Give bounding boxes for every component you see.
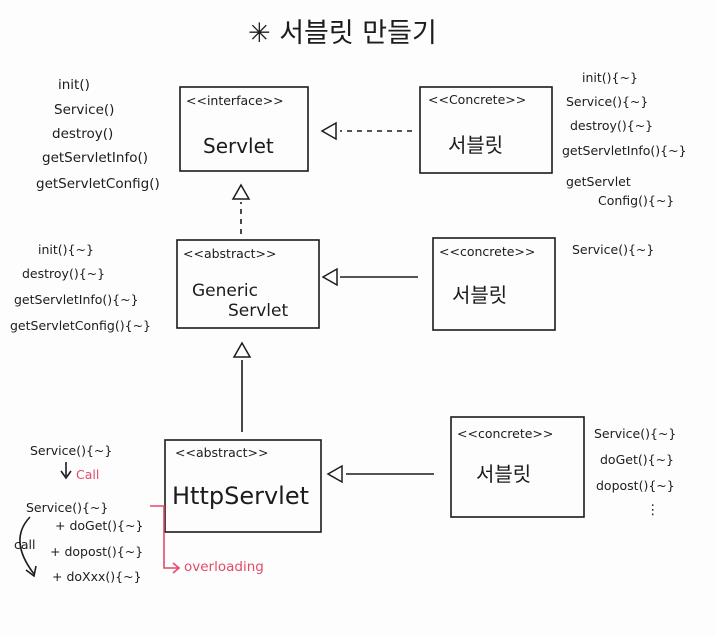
realization-arrowhead-top xyxy=(320,121,337,141)
servlet-name: Servlet xyxy=(203,134,274,158)
call-curve-arrow xyxy=(19,516,35,575)
diagram-title: ✳ 서블릿 만들기 xyxy=(248,18,437,49)
inheritance-arrowhead-vertical xyxy=(232,341,252,358)
realization-arrow-top xyxy=(320,121,412,141)
http-impl-stereotype: <<concrete>> xyxy=(457,426,553,441)
servlet-interface-box: <<interface>> Servlet xyxy=(179,86,309,172)
servlet-methods-note: init() Service() destroy() getServletInf… xyxy=(36,77,160,192)
generic-impl-method: Service(){~} xyxy=(572,242,654,257)
generic-impl-box: <<concrete>> 서블릿 xyxy=(432,237,556,331)
call-down-arrowhead xyxy=(60,470,72,480)
http-impl-box: <<concrete>> 서블릿 xyxy=(450,416,585,518)
inheritance-arrowhead-bottom xyxy=(326,464,343,484)
http-servlet-name: HttpServlet xyxy=(172,482,309,510)
overloading-label: overloading xyxy=(184,559,264,575)
http-impl-method: doGet(){~} xyxy=(600,452,674,467)
servlet-box-frame xyxy=(179,86,309,172)
servlet-method: getServletConfig() xyxy=(36,176,160,192)
http-servlet-stereotype: <<abstract>> xyxy=(175,445,268,460)
call-label-left: call xyxy=(14,537,35,552)
http-servlet-left-note: Service(){~} Call Service(){~} + doGet()… xyxy=(14,443,264,584)
servlet-impl-name: 서블릿 xyxy=(448,133,503,157)
call-curve-arrowhead xyxy=(25,565,37,578)
servlet-method: destroy() xyxy=(52,126,113,142)
generic-servlet-stereotype: <<abstract>> xyxy=(183,246,276,261)
http-impl-frame xyxy=(450,416,585,518)
servlet-method: getServletInfo() xyxy=(42,150,148,166)
servlet-method: init() xyxy=(58,77,90,93)
generic-impl-methods-note: Service(){~} xyxy=(572,242,654,257)
http-sub-method: + doGet(){~} xyxy=(55,518,143,533)
servlet-impl-stereotype: <<Concrete>> xyxy=(428,92,526,107)
realization-arrowhead-vertical xyxy=(231,183,251,200)
http-sub-method: + doXxx(){~} xyxy=(52,569,142,584)
inheritance-arrow-bottom xyxy=(326,464,434,484)
inheritance-arrow-middle xyxy=(321,267,418,287)
generic-impl-frame xyxy=(432,237,556,331)
http-sub-method: + dopost(){~} xyxy=(50,544,143,559)
http-impl-method: dopost(){~} xyxy=(596,478,675,493)
generic-servlet-box: <<abstract>> Generic Servlet xyxy=(176,239,320,329)
servlet-impl-method: getServlet xyxy=(566,174,631,189)
http-impl-ellipsis: ⋮ xyxy=(646,502,660,518)
servlet-method: Service() xyxy=(54,102,114,118)
servlet-impl-frame xyxy=(419,86,553,174)
call-label-top: Call xyxy=(76,467,99,482)
servlet-impl-method: Config(){~} xyxy=(598,193,674,208)
generic-impl-stereotype: <<concrete>> xyxy=(439,244,535,259)
realization-arrow-vertical xyxy=(231,183,251,234)
servlet-stereotype: <<interface>> xyxy=(186,93,284,108)
http-impl-name: 서블릿 xyxy=(476,462,531,486)
servlet-impl-methods-note: init(){~} Service(){~} destroy(){~} getS… xyxy=(562,70,687,208)
overloading-bracket xyxy=(150,505,178,569)
generic-method: destroy(){~} xyxy=(22,266,105,281)
http-servlet-box: <<abstract>> HttpServlet xyxy=(164,439,322,533)
overloading-arrowhead xyxy=(172,562,181,574)
http-impl-methods-note: Service(){~} doGet(){~} dopost(){~} ⋮ xyxy=(594,426,676,518)
servlet-impl-method: Service(){~} xyxy=(566,94,648,109)
generic-method: getServletInfo(){~} xyxy=(14,292,139,307)
servlet-impl-method: init(){~} xyxy=(582,70,638,85)
inheritance-arrowhead-middle xyxy=(321,267,338,287)
inheritance-arrow-vertical xyxy=(232,341,252,432)
generic-method: init(){~} xyxy=(38,242,94,257)
generic-method: getServletConfig(){~} xyxy=(10,318,151,333)
generic-servlet-name-line1: Generic xyxy=(192,281,258,301)
http-servlet-frame xyxy=(164,439,322,533)
servlet-impl-method: destroy(){~} xyxy=(570,118,653,133)
generic-methods-note: init(){~} destroy(){~} getServletInfo(){… xyxy=(10,242,151,333)
http-impl-method: Service(){~} xyxy=(594,426,676,441)
generic-impl-name: 서블릿 xyxy=(452,283,507,307)
generic-servlet-name-line2: Servlet xyxy=(228,301,288,321)
servlet-impl-method: getServletInfo(){~} xyxy=(562,143,687,158)
generic-servlet-frame xyxy=(176,239,320,329)
http-service-bottom: Service(){~} xyxy=(26,500,108,515)
servlet-impl-box: <<Concrete>> 서블릿 xyxy=(419,86,553,174)
http-service-top: Service(){~} xyxy=(30,443,112,458)
